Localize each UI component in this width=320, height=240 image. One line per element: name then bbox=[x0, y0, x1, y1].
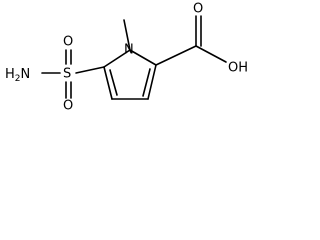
bond-c2-carboxyl bbox=[155, 45, 197, 66]
bond-c2-c3 bbox=[147, 64, 157, 100]
sulfur-label: S bbox=[63, 67, 71, 82]
bond-c-oh bbox=[195, 45, 227, 63]
ring-nitrogen-label: N bbox=[124, 43, 134, 58]
sulfonyl-oxygen-top-label: O bbox=[63, 35, 73, 50]
carbonyl-oxygen-label: O bbox=[193, 2, 203, 17]
atom-labels: N S O O H2N O OH bbox=[5, 2, 248, 114]
molecule-svg: N S O O H2N O OH bbox=[5, 2, 248, 114]
hydroxyl-label: OH bbox=[228, 61, 248, 76]
bond-n-methyl bbox=[123, 19, 131, 51]
bond-c4-c5 bbox=[103, 66, 113, 100]
bonds bbox=[41, 15, 227, 100]
bond-n-c2 bbox=[129, 49, 157, 66]
sulfonyl-oxygen-bottom-label: O bbox=[63, 99, 73, 114]
sulfonamide-nh2-label: H2N bbox=[5, 67, 30, 84]
bond-c4-c5-double bbox=[109, 69, 118, 96]
bond-c2-c3-double bbox=[142, 68, 151, 97]
bond-c5-s bbox=[75, 66, 105, 74]
bond-n-c5 bbox=[103, 49, 131, 68]
structure-diagram: N S O O H2N O OH bbox=[0, 0, 254, 126]
